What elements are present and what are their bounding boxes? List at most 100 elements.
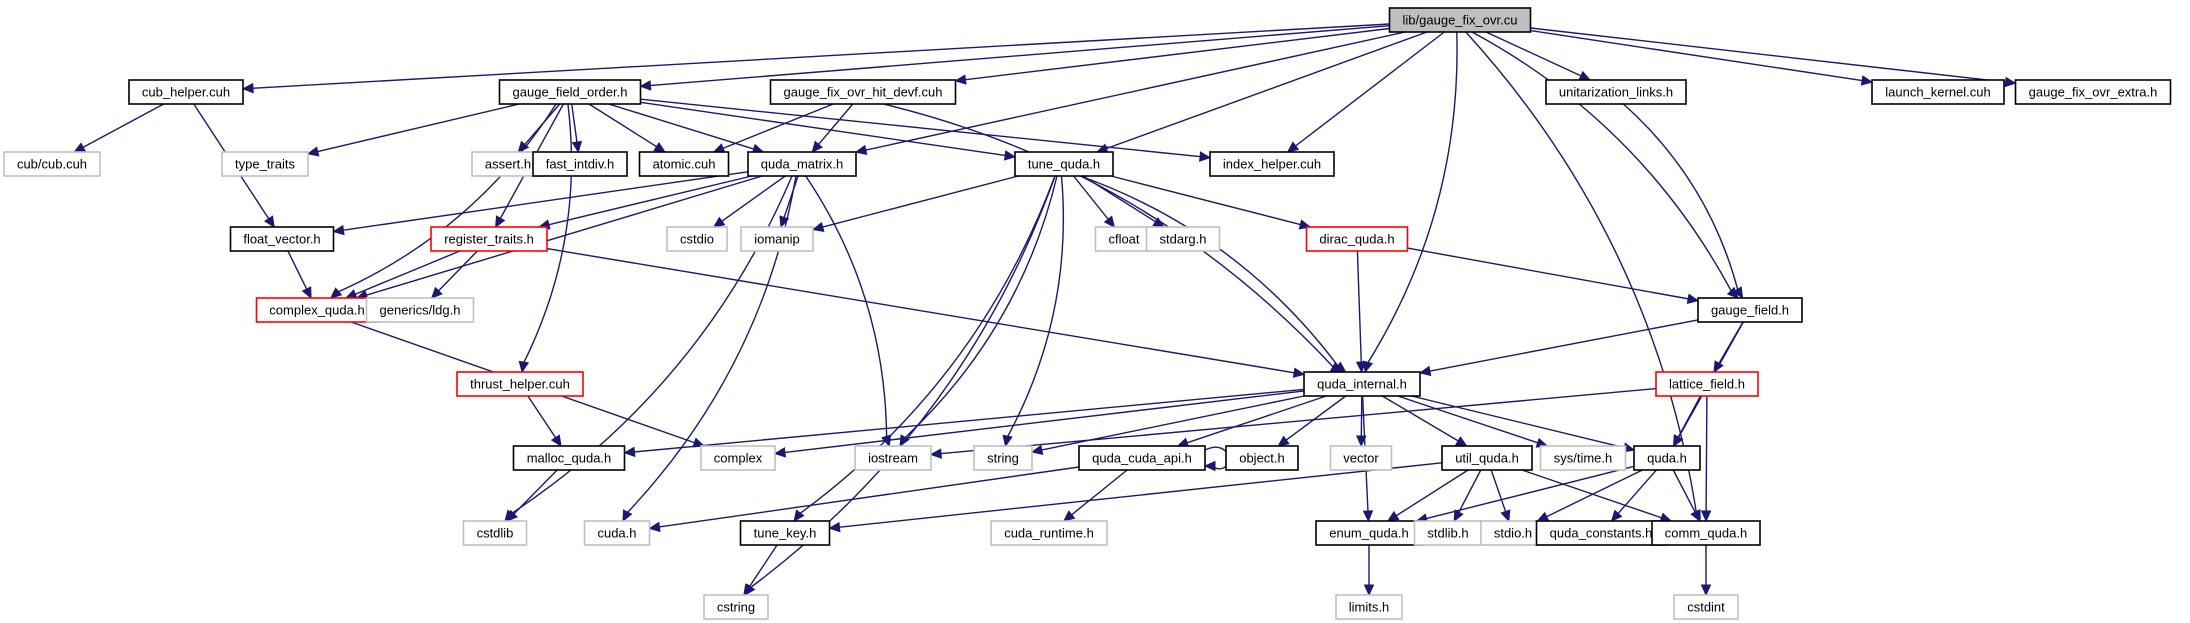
edge-line [838, 462, 1443, 528]
edge-tune_quda-to-stdarg [1082, 175, 1166, 228]
node-malloc-quda[interactable]: malloc_quda.h [512, 445, 626, 471]
edge-quda_internal-to-malloc_quda [623, 388, 1305, 458]
node-util-quda[interactable]: util_quda.h [1441, 445, 1533, 471]
edge-line [640, 101, 1007, 157]
node-gauge-field[interactable]: gauge_field.h [1697, 297, 1803, 323]
arrowhead-icon [1453, 509, 1464, 523]
arrowhead-icon [332, 224, 345, 236]
edge-tune_quda-to-iomanip [811, 175, 1019, 233]
edge-line [1185, 395, 1327, 444]
arrowhead-icon [1286, 141, 1300, 153]
edge-root-to-gauge_fix_ovr_extra [1530, 27, 2017, 88]
node-quda-matrix[interactable]: quda_matrix.h [747, 151, 857, 177]
edge-line [522, 103, 573, 364]
node-label: gauge_field.h [1711, 303, 1789, 318]
edge-register_traits-to-generics_ldg [430, 250, 478, 299]
edge-line [1485, 31, 1583, 77]
arrowhead-icon [1363, 584, 1375, 597]
node-box [2014, 79, 2172, 105]
arrowhead-icon [1030, 444, 1044, 456]
node-box [532, 151, 628, 177]
node-complex: complex [700, 445, 776, 471]
edge-gauge_fix_ovr_hit_devf-to-quda_matrix [811, 103, 854, 153]
arrowhead-icon [430, 286, 443, 299]
node-unitarization-links[interactable]: unitarization_links.h [1545, 79, 1687, 105]
edge-line [527, 395, 557, 439]
node-label: thrust_helper.cuh [470, 377, 570, 392]
node-quda[interactable]: quda.h [1633, 445, 1701, 471]
node-label: quda_matrix.h [761, 157, 843, 172]
arrowhead-icon [1686, 293, 1700, 304]
node-quda-cuda-api[interactable]: quda_cuda_api.h [1078, 445, 1206, 471]
edge-gauge_field_order-to-quda_matrix [608, 103, 765, 154]
node-object[interactable]: object.h [1225, 445, 1299, 471]
node-box [1078, 445, 1206, 471]
edge-quda-to-comm_quda [1672, 469, 1701, 523]
node-box [1209, 151, 1335, 177]
edge-register_traits-to-quda_internal [546, 247, 1306, 378]
node-atomic[interactable]: atomic.cuh [638, 151, 730, 177]
edge-line [1110, 175, 1302, 226]
node-vector: vector [1329, 445, 1393, 471]
edge-line [571, 103, 578, 144]
node-dirac-quda[interactable]: dirac_quda.h [1305, 226, 1409, 252]
node-enum-quda[interactable]: enum_quda.h [1315, 520, 1423, 546]
node-gauge-fix-ovr-extra[interactable]: gauge_fix_ovr_extra.h [2014, 79, 2172, 105]
node-cfloat: cfloat [1094, 226, 1154, 252]
node-label: float_vector.h [243, 232, 320, 247]
edge-line [1622, 103, 1739, 291]
node-box [666, 226, 728, 252]
edge-line [437, 250, 478, 292]
arrowhead-icon [1356, 435, 1367, 448]
node-cub-helper[interactable]: cub_helper.cuh [128, 79, 244, 105]
edge-gauge_field-to-quda_internal [1418, 319, 1699, 377]
node-label: register_traits.h [444, 232, 534, 247]
node-tune-key[interactable]: tune_key.h [739, 520, 831, 546]
node-label: gauge_field_order.h [513, 85, 628, 100]
edge-cub_helper-to-cub_cub [73, 103, 165, 153]
arrowhead-icon [1199, 151, 1212, 162]
node-complex-quda[interactable]: complex_quda.h [255, 297, 379, 323]
node-lattice-field[interactable]: lattice_field.h [1655, 371, 1759, 397]
edge-util_quda-to-tune_key [828, 462, 1443, 533]
node-label: tune_key.h [754, 526, 817, 541]
edge-line [1381, 395, 1460, 443]
edge-line [783, 175, 799, 219]
arrowhead-icon [1536, 511, 1550, 522]
node-gauge-fix-ovr-hit-devf[interactable]: gauge_fix_ovr_hit_devf.cuh [769, 79, 957, 105]
edge-line [964, 27, 1390, 81]
node-thrust-helper[interactable]: thrust_helper.cuh [456, 371, 584, 397]
node-label: malloc_quda.h [527, 451, 612, 466]
edge-line [640, 98, 1202, 158]
arrowhead-icon [1700, 584, 1712, 597]
edge-line [547, 175, 753, 226]
node-fast-intdiv[interactable]: fast_intdiv.h [532, 151, 628, 177]
node-cstdio: cstdio [666, 226, 728, 252]
node-comm-quda[interactable]: comm_quda.h [1651, 520, 1761, 546]
edge-line [1407, 247, 1690, 300]
node-label: unitarization_links.h [1559, 85, 1673, 100]
node-register-traits[interactable]: register_traits.h [430, 226, 548, 252]
node-box [1329, 445, 1393, 471]
node-box [498, 79, 642, 105]
edge-enum_quda-to-limits [1363, 545, 1375, 597]
node-tune-quda[interactable]: tune_quda.h [1014, 151, 1114, 177]
node-quda-constants[interactable]: quda_constants.h [1535, 520, 1667, 546]
edge-line [1395, 469, 1469, 517]
node-index-helper[interactable]: index_helper.cuh [1209, 151, 1335, 177]
node-box [638, 151, 730, 177]
edge-line [588, 103, 658, 148]
edge-quda_internal-to-sys_time [1397, 395, 1549, 448]
node-root: lib/gauge_fix_ovr.cu [1388, 7, 1532, 33]
node-quda-internal[interactable]: quda_internal.h [1303, 371, 1421, 397]
edge-line [1471, 31, 1733, 292]
arrowhead-icon [301, 286, 312, 300]
node-gauge-field-order[interactable]: gauge_field_order.h [498, 79, 642, 105]
edge-quda-to-quda_constants [1610, 469, 1657, 522]
node-label: iostream [868, 451, 918, 466]
edge-line [1082, 175, 1157, 223]
node-float-vector[interactable]: float_vector.h [229, 226, 335, 252]
edge-line [721, 103, 834, 150]
node-launch-kernel[interactable]: launch_kernel.cuh [1871, 79, 2005, 105]
arrowhead-icon [954, 74, 967, 85]
